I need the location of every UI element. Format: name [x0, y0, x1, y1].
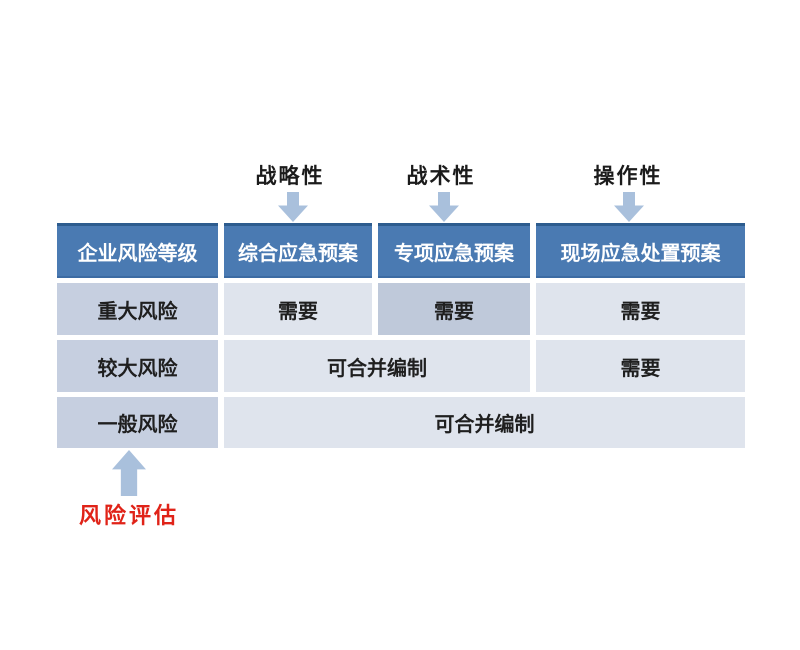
risk-plan-table: 企业风险等级 综合应急预案 专项应急预案 现场应急处置预案 重大风险 需要 需要…: [57, 223, 745, 448]
cell-larger-merged: 可合并编制: [224, 340, 530, 392]
arrow-up-icon: [112, 450, 146, 496]
cell-major-onsite: 需要: [536, 283, 745, 335]
header-risk-level: 企业风险等级: [57, 223, 218, 278]
cell-larger-onsite: 需要: [536, 340, 745, 392]
row-label-major-risk: 重大风险: [57, 283, 218, 335]
arrow-down-icon: [429, 192, 459, 222]
header-comprehensive-plan: 综合应急预案: [224, 223, 372, 278]
label-strategic: 战略性: [255, 163, 325, 188]
header-special-plan: 专项应急预案: [378, 223, 530, 278]
cell-general-merged: 可合并编制: [224, 397, 745, 448]
risk-assessment-label: 风险评估: [79, 503, 180, 529]
arrow-down-icon: [614, 192, 644, 222]
arrow-down-icon: [278, 192, 308, 222]
header-onsite-plan: 现场应急处置预案: [536, 223, 745, 278]
row-label-general-risk: 一般风险: [57, 397, 218, 448]
row-label-larger-risk: 较大风险: [57, 340, 218, 392]
cell-major-special: 需要: [378, 283, 530, 335]
cell-major-comprehensive: 需要: [224, 283, 372, 335]
label-operational: 操作性: [593, 163, 663, 188]
label-tactical: 战术性: [406, 163, 476, 188]
